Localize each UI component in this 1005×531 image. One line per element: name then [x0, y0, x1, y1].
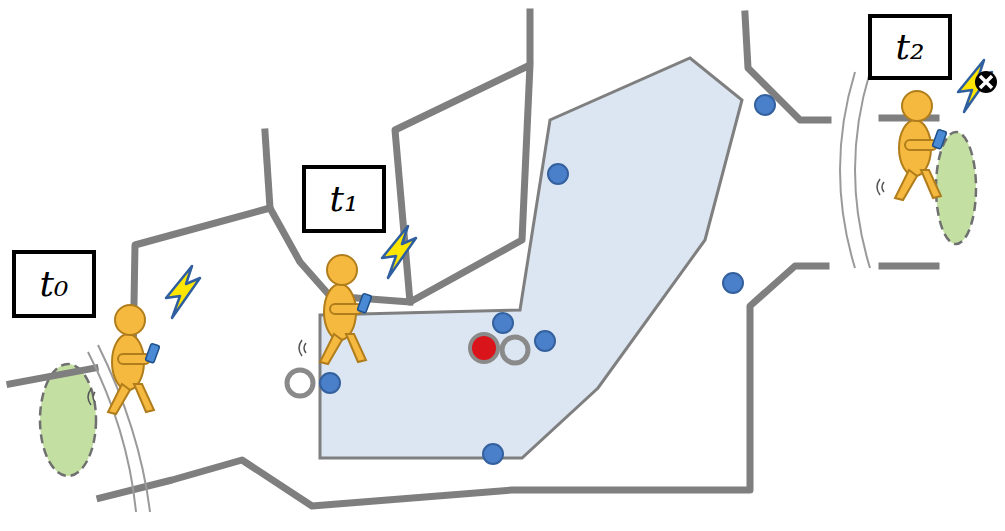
signal-bolt	[166, 266, 200, 318]
zone	[40, 364, 96, 476]
signal-wave	[88, 179, 884, 405]
estimate-ring	[502, 337, 528, 363]
time-label-box: t₁	[302, 165, 386, 233]
person	[895, 91, 947, 200]
no-signal-mark	[975, 71, 997, 93]
time-label-box: t₀	[12, 250, 96, 318]
zone	[936, 132, 976, 244]
time-label: t₁	[330, 181, 359, 217]
estimate-ring	[287, 370, 313, 396]
beacon	[320, 95, 775, 464]
position-dot	[470, 334, 498, 362]
person	[320, 255, 372, 364]
time-label: t₀	[40, 266, 69, 302]
time-label: t₂	[896, 29, 925, 65]
walls	[10, 12, 936, 506]
time-label-box: t₂	[868, 14, 952, 80]
person	[108, 305, 160, 414]
signal-bolt	[382, 226, 416, 278]
door-arc	[88, 72, 870, 512]
